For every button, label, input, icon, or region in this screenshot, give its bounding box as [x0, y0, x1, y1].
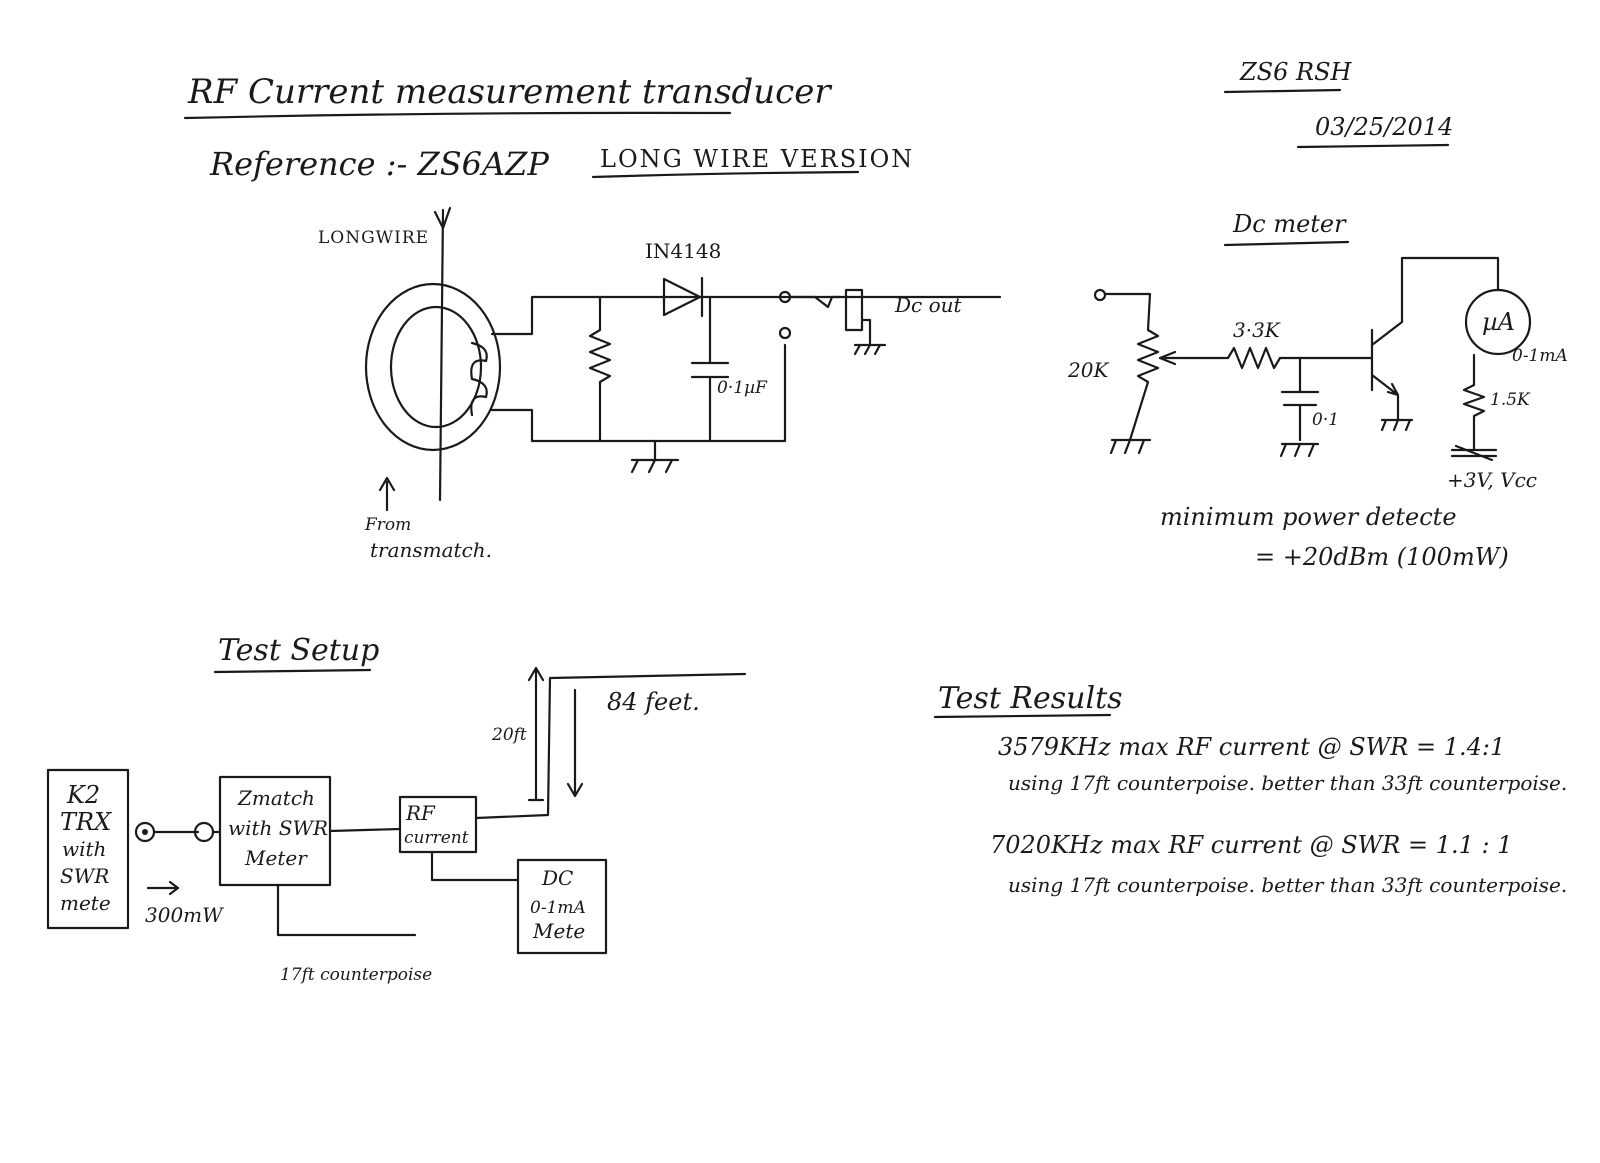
- test-setup: Test Setup K2 TRX with SWR mete 300mW Zm…: [46, 633, 747, 985]
- zmatch-to-rf-line: [328, 827, 402, 833]
- test-results-underline: [933, 713, 1112, 719]
- load-resistor: [588, 295, 612, 443]
- pot-ground-icon: [1109, 438, 1152, 455]
- output-switch: [788, 295, 842, 309]
- radio-line-3: with: [62, 837, 106, 861]
- supply-label: +3V, Vcc: [1447, 468, 1537, 492]
- radio-connector-pin: [142, 829, 148, 835]
- zmatch-line-2: with SWR: [228, 816, 328, 840]
- counterpoise-wire: [276, 883, 417, 937]
- dc-out-ground-icon: [853, 318, 887, 356]
- callsign-label: ZS6 RSH: [1239, 58, 1353, 86]
- radio-line-1: K2: [66, 781, 100, 809]
- power-label: 300mW: [145, 903, 224, 927]
- result-line-1: 3579KHz max RF current @ SWR = 1.4:1: [998, 733, 1505, 761]
- zmatch-line-1: Zmatch: [237, 786, 315, 810]
- wiper-arrow-icon: [1158, 350, 1177, 366]
- counterpoise-label: 17ft counterpoise: [280, 965, 432, 985]
- load-resistor-1k5: [1462, 353, 1486, 452]
- toroid-inner: [389, 305, 483, 429]
- dc-meter-title: Dc meter: [1232, 210, 1347, 238]
- height-dimension: [527, 666, 545, 802]
- test-setup-underline: [213, 668, 372, 674]
- dc-out-connector: [844, 288, 864, 332]
- series-resistor-label: 3·3K: [1233, 318, 1281, 342]
- power-arrow-icon: [146, 880, 180, 896]
- callsign-underline: [1223, 88, 1342, 94]
- filter-capacitor: [690, 295, 730, 443]
- pot-label: 20K: [1067, 358, 1109, 382]
- meter-symbol: µA: [1482, 308, 1515, 336]
- dc-box-line-3: Mete: [532, 919, 585, 943]
- load-resistor-label: 1.5K: [1490, 390, 1531, 410]
- result-line-2: using 17ft counterpoise. better than 33f…: [1008, 771, 1567, 795]
- transducer-circuit: LONGWIRE IN4148 0·1µF Dc out From transm…: [318, 206, 1002, 562]
- secondary-winding: [470, 341, 488, 417]
- date-label: 03/25/2014: [1315, 113, 1453, 141]
- version-underline: [591, 170, 860, 179]
- longwire-arrow-icon: [433, 206, 452, 230]
- bypass-capacitor: [1280, 356, 1320, 442]
- toroid-outer: [364, 282, 502, 452]
- rf-to-dc-line: [430, 850, 520, 882]
- bypass-cap-label: 0·1: [1312, 410, 1339, 430]
- meter-range-label: 0-1mA: [1512, 346, 1568, 366]
- dc-box-line-1: DC: [541, 866, 573, 890]
- bottom-rail: [490, 343, 787, 443]
- rf-current-box: [398, 795, 478, 854]
- result-line-3: 7020KHz max RF current @ SWR = 1.1 : 1: [990, 831, 1513, 859]
- transmatch-label: transmatch.: [370, 538, 492, 562]
- test-results: Test Results 3579KHz max RF current @ SW…: [933, 681, 1567, 897]
- dc-meter-box: [516, 858, 608, 955]
- radio-box: [46, 768, 130, 930]
- pot-20k: [1103, 292, 1160, 442]
- ground-icon: [630, 439, 680, 474]
- supply-symbol: [1450, 444, 1498, 462]
- longwire-conductor: [438, 208, 445, 502]
- radio-line-5: mete: [60, 891, 111, 915]
- dc-meter-circuit: Dc meter 20K 3·3K 0·1 µA 0-1mA 1.5K +3V,…: [1067, 210, 1568, 571]
- title-underline: [183, 111, 732, 120]
- test-results-title: Test Results: [938, 681, 1123, 716]
- dc-meter-underline: [1223, 240, 1350, 247]
- meter-input-terminal: [1093, 288, 1107, 302]
- power-note-line1: minimum power detecte: [1160, 503, 1457, 531]
- test-setup-title: Test Setup: [218, 633, 379, 668]
- capacitor-label: 0·1µF: [717, 378, 768, 398]
- top-rail: [490, 295, 1002, 336]
- diode-label: IN4148: [645, 239, 721, 263]
- up-arrow-icon: [378, 476, 396, 512]
- length-marker-icon: [566, 688, 584, 798]
- rf-line-1: RF: [405, 801, 436, 825]
- result-line-4: using 17ft counterpoise. better than 33f…: [1008, 873, 1567, 897]
- antenna-wire: [474, 672, 747, 820]
- page-title: RF Current measurement transducer: [187, 72, 832, 112]
- dc-box-line-2: 0-1mA: [530, 898, 586, 918]
- cap-ground-icon: [1279, 442, 1320, 458]
- diode-icon: [662, 277, 702, 317]
- radio-line-4: SWR: [60, 864, 109, 888]
- radio-line-2: TRX: [60, 808, 112, 836]
- length-label: 84 feet.: [607, 688, 700, 716]
- height-label: 20ft: [491, 725, 527, 745]
- reference-label: Reference :- ZS6AZP: [209, 145, 549, 183]
- from-label: From: [364, 515, 411, 535]
- power-note-line2: = +20dBm (100mW): [1255, 543, 1509, 571]
- dc-out-label: Dc out: [894, 293, 963, 317]
- series-resistor: [1158, 346, 1374, 370]
- microammeter: [1464, 288, 1532, 356]
- emitter-ground-icon: [1380, 418, 1414, 432]
- rf-line-2: current: [404, 828, 469, 848]
- date-underline: [1296, 143, 1450, 149]
- dc-out-terminal-negative: [778, 326, 792, 340]
- longwire-label: LONGWIRE: [318, 228, 429, 248]
- collector-lead: [1370, 256, 1500, 347]
- zmatch-line-3: Meter: [244, 846, 308, 870]
- version-label: LONG WIRE VERSION: [600, 145, 914, 173]
- emitter-lead: [1370, 373, 1400, 422]
